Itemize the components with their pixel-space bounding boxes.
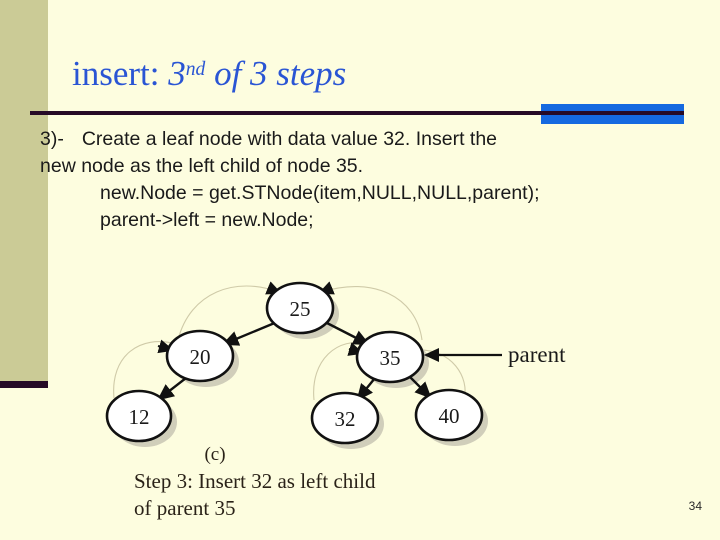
title-ordinal-number: 3 (168, 54, 186, 94)
tree-node-35: 35 (355, 330, 425, 384)
tree-node-32-label: 32 (335, 407, 356, 431)
figure-caption-line-2: of parent 35 (134, 496, 236, 520)
title-rest: of 3 steps (214, 54, 347, 94)
body-code-line-1: new.Node = get.STNode(item,NULL,NULL,par… (100, 182, 540, 204)
sidebar-bottom-bar (0, 381, 48, 388)
edge-25-20 (221, 320, 278, 346)
tree-node-35-label: 35 (380, 346, 401, 370)
tree-node-25: 25 (265, 281, 335, 335)
page-number: 34 (688, 499, 702, 513)
parent-callout: parent (423, 342, 566, 367)
page-title: insert: 3nd of 3 steps (72, 48, 672, 98)
title-ordinal-suffix: nd (185, 59, 206, 80)
parent-callout-label: parent (508, 342, 566, 367)
tree-nodes: 25 20 35 12 32 (105, 281, 484, 445)
edge-20-12 (157, 377, 187, 401)
figure-caption-line-1: Step 3: Insert 32 as left child (134, 469, 376, 493)
tree-node-12: 12 (105, 389, 173, 443)
body-marker: 3)- (40, 128, 64, 150)
edge-25-35 (324, 320, 371, 346)
body-line-1: 3)- Create a leaf node with data value 32… (40, 126, 680, 153)
body-code-line-2: parent->left = new.Node; (100, 209, 314, 231)
tree-node-32: 32 (310, 391, 380, 445)
body-text-block: 3)- Create a leaf node with data value 32… (40, 126, 680, 234)
edge-35-40 (409, 376, 432, 399)
figure-caption-letter: (c) (204, 444, 226, 465)
title-underline-rule (30, 111, 684, 115)
bst-figure: 25 20 35 12 32 (0, 255, 720, 540)
sidebar-accent-band (0, 0, 48, 381)
tree-node-20-label: 20 (190, 345, 211, 369)
title-prefix: insert: (72, 54, 160, 94)
tree-node-40: 40 (414, 388, 484, 442)
tree-node-12-label: 12 (129, 405, 150, 429)
body-line-2: new node as the left child of node 35. (40, 155, 364, 177)
tree-node-20: 20 (165, 329, 235, 383)
figure-caption: (c) Step 3: Insert 32 as left child of p… (0, 443, 720, 520)
tree-node-25-label: 25 (290, 297, 311, 321)
body-line-1-text: Create a leaf node with data value 32. I… (81, 128, 498, 150)
tree-node-40-label: 40 (439, 404, 460, 428)
tree-edges (157, 320, 432, 401)
